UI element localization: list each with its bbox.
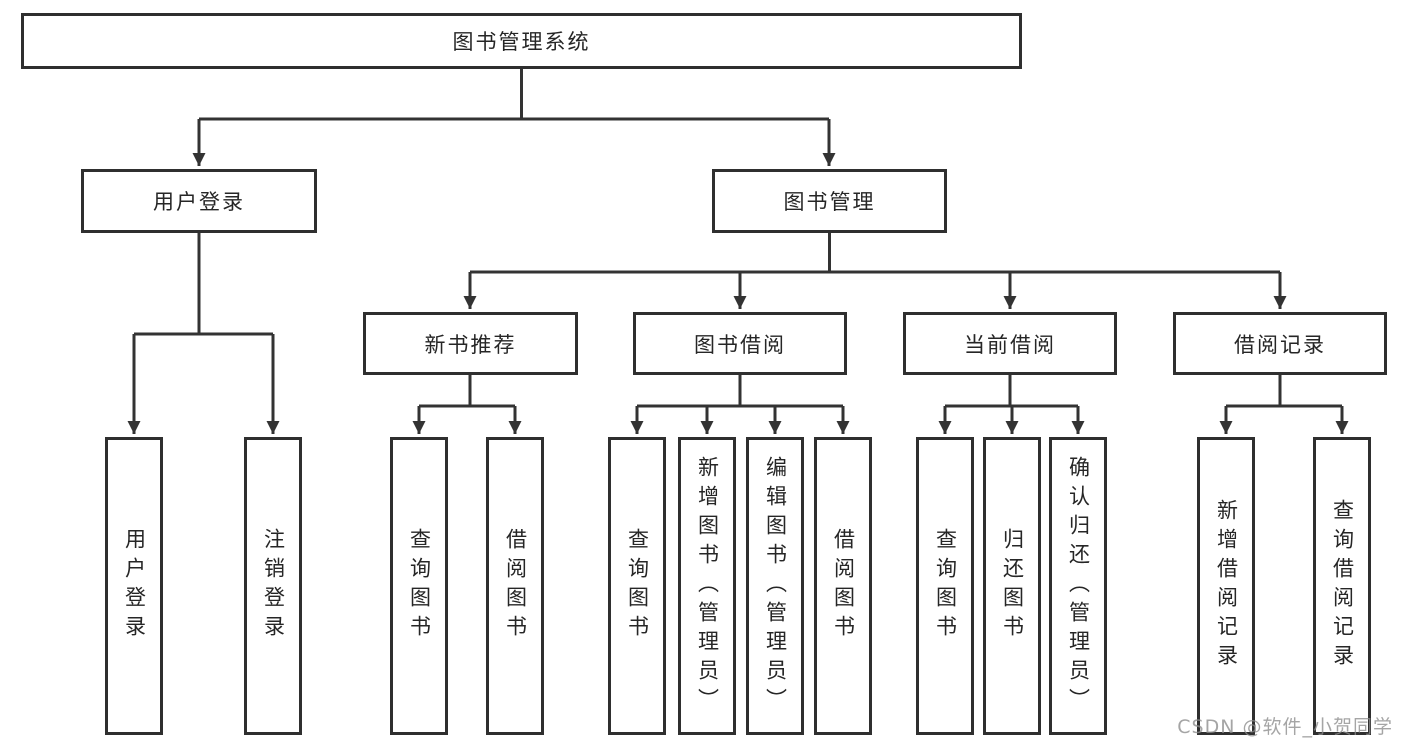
leaf-add-books-admin: 新增图书（管理员） (678, 437, 736, 735)
connector-skeleton (134, 69, 1342, 408)
leaf-borrow-books-1-label: 借阅图书 (503, 528, 528, 644)
leaf-confirm-return-admin-label: 确认归还（管理员） (1066, 455, 1091, 717)
node-book-borrow: 图书借阅 (633, 312, 847, 375)
node-current-borrow: 当前借阅 (903, 312, 1117, 375)
leaf-query-books-2-label: 查询图书 (625, 528, 650, 644)
leaf-borrow-books-2-label: 借阅图书 (831, 528, 856, 644)
leaf-add-borrow-record: 新增借阅记录 (1197, 437, 1255, 735)
node-current-borrow-label: 当前借阅 (964, 332, 1056, 357)
node-book-management-label: 图书管理 (783, 190, 876, 214)
leaf-query-borrow-record-label: 查询借阅记录 (1330, 499, 1355, 673)
node-root: 图书管理系统 (21, 13, 1022, 69)
leaf-query-books-3: 查询图书 (916, 437, 974, 735)
leaf-query-books-3-label: 查询图书 (933, 528, 958, 644)
leaf-add-books-admin-label: 新增图书（管理员） (695, 455, 720, 717)
node-new-book-recommend-label: 新书推荐 (424, 332, 517, 357)
node-user-login-label: 用户登录 (153, 190, 245, 214)
watermark: CSDN @软件_小贺同学 (1177, 716, 1393, 738)
node-user-login: 用户登录 (81, 169, 317, 233)
leaf-user-login: 用户登录 (105, 437, 163, 735)
leaf-edit-books-admin: 编辑图书（管理员） (746, 437, 804, 735)
leaf-return-books: 归还图书 (983, 437, 1041, 735)
leaf-logout-label: 注销登录 (261, 528, 286, 644)
leaf-query-books-1: 查询图书 (390, 437, 448, 735)
node-new-book-recommend: 新书推荐 (363, 312, 578, 375)
node-root-label: 图书管理系统 (452, 30, 591, 54)
leaf-query-books-1-label: 查询图书 (407, 528, 432, 644)
leaf-logout: 注销登录 (244, 437, 302, 735)
connector-arrows (127, 119, 1349, 434)
leaf-query-books-2: 查询图书 (608, 437, 666, 735)
leaf-return-books-label: 归还图书 (1000, 528, 1025, 644)
leaf-user-login-label: 用户登录 (122, 528, 147, 644)
node-book-borrow-label: 图书借阅 (694, 332, 786, 357)
node-borrow-records-label: 借阅记录 (1234, 332, 1326, 357)
leaf-query-borrow-record: 查询借阅记录 (1313, 437, 1371, 735)
leaf-add-borrow-record-label: 新增借阅记录 (1214, 499, 1239, 673)
node-borrow-records: 借阅记录 (1173, 312, 1387, 375)
leaf-borrow-books-1: 借阅图书 (486, 437, 544, 735)
leaf-borrow-books-2: 借阅图书 (814, 437, 872, 735)
leaf-edit-books-admin-label: 编辑图书（管理员） (763, 455, 788, 717)
node-book-management: 图书管理 (712, 169, 947, 233)
leaf-confirm-return-admin: 确认归还（管理员） (1049, 437, 1107, 735)
